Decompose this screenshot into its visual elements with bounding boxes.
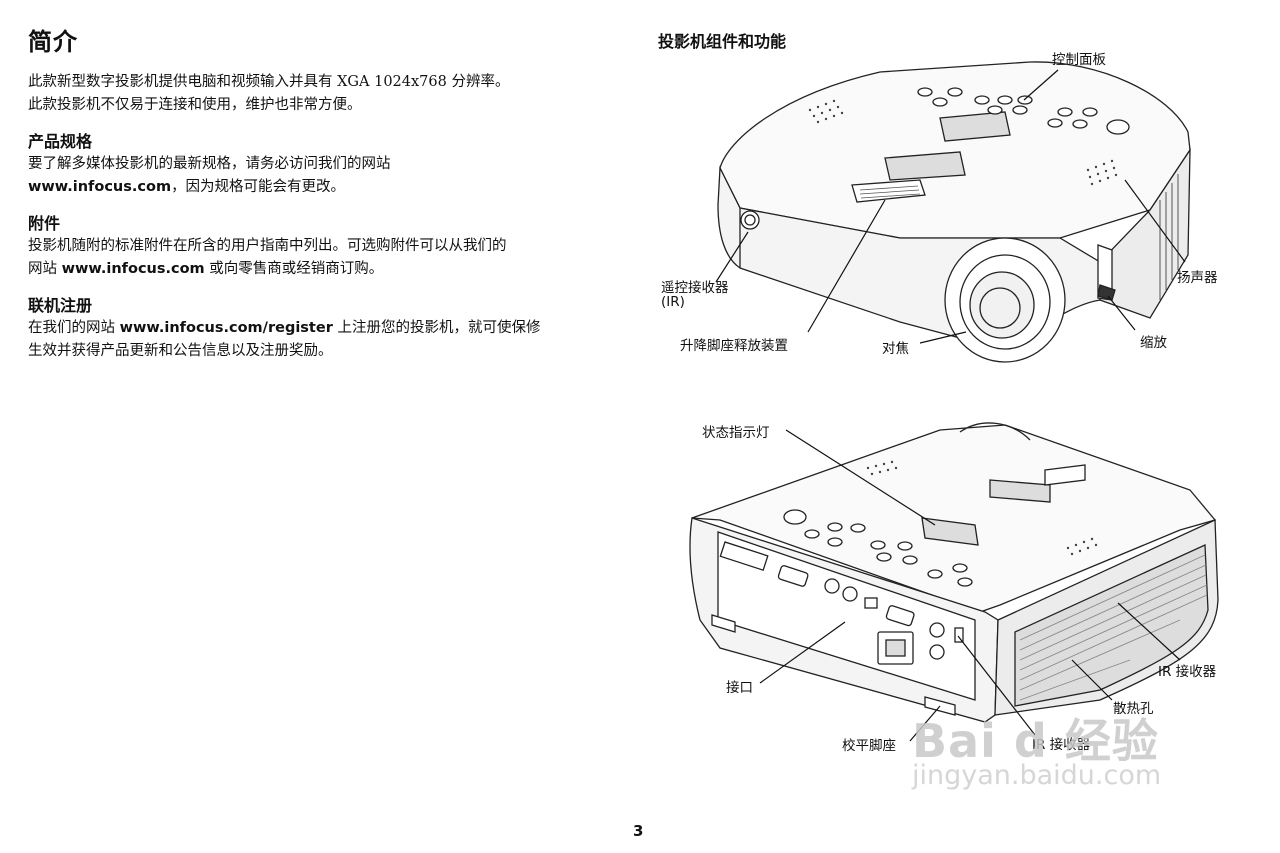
watermark-logo: Bai d 经验 xyxy=(912,714,1159,768)
specs-heading: 产品规格 xyxy=(28,132,93,151)
intro-line-1: 此款新型数字投影机提供电脑和视频输入并具有 XGA 1024x768 分辨率。 xyxy=(28,74,510,90)
label-vents: 散热孔 xyxy=(1113,701,1154,717)
leader-lines xyxy=(715,69,1186,742)
label-status-light: 状态指示灯 xyxy=(702,425,770,441)
components-heading: 投影机组件和功能 xyxy=(658,32,787,51)
intro-line-2: 此款投影机不仅易于连接和使用，维护也非常方便。 xyxy=(28,97,362,113)
projector-front-view xyxy=(717,61,1191,363)
watermark-url: jingyan.baidu.com xyxy=(912,760,1162,791)
intro-heading: 简介 xyxy=(28,28,78,56)
specs-line-1: 要了解多媒体投影机的最新规格，请务必访问我们的网站 xyxy=(28,156,391,172)
accessories-heading: 附件 xyxy=(28,214,61,233)
specs-line-2-text: ，因为规格可能会有更改。 xyxy=(171,179,346,195)
intro-column: 简介 此款新型数字投影机提供电脑和视频输入并具有 XGA 1024x768 分辨… xyxy=(28,22,628,363)
label-remote-receiver: 遥控接收器 xyxy=(661,280,729,296)
specs-link[interactable]: www.infocus.com xyxy=(28,179,172,195)
accessories-line-1: 投影机随附的标准附件在所含的用户指南中列出。可选购附件可以从我们的 xyxy=(28,238,507,254)
registration-line-1-text: 上注册您的投影机，就可使保修 xyxy=(332,320,541,336)
label-ir-receiver-bottom: IR 接收器 xyxy=(1032,737,1091,753)
registration-link[interactable]: www.infocus.com/register xyxy=(119,320,333,336)
specs-line-2: www.infocus.com，因为规格可能会有更改。 xyxy=(28,176,628,199)
registration-line-1: 在我们的网站 www.infocus.com/register 上注册您的投影机… xyxy=(28,317,628,340)
label-speaker: 扬声器 xyxy=(1177,270,1218,286)
projector-rear-view xyxy=(689,422,1219,723)
label-zoom: 缩放 xyxy=(1140,335,1167,351)
label-remote-receiver-ir: (IR) xyxy=(661,294,685,310)
registration-line-1-pre: 在我们的网站 xyxy=(28,320,120,336)
label-ir-receiver-right: IR 接收器 xyxy=(1158,664,1217,680)
accessories-line-2: 网站 www.infocus.com 或向零售商或经销商订购。 xyxy=(28,258,628,281)
label-focus: 对焦 xyxy=(882,341,909,357)
label-control-panel: 控制面板 xyxy=(1052,52,1106,68)
registration-line-2: 生效并获得产品更新和公告信息以及注册奖励。 xyxy=(28,343,333,359)
accessories-link[interactable]: www.infocus.com xyxy=(61,261,205,277)
label-connector-panel: 接口 xyxy=(726,680,753,696)
page-number: 3 xyxy=(633,822,644,840)
accessories-line-2-pre: 网站 xyxy=(28,261,62,277)
label-elevator-release: 升降脚座释放装置 xyxy=(680,338,788,354)
accessories-line-2-text: 或向零售商或经销商订购。 xyxy=(204,261,384,277)
label-leveling-foot: 校平脚座 xyxy=(842,738,896,754)
registration-heading: 联机注册 xyxy=(28,296,93,315)
